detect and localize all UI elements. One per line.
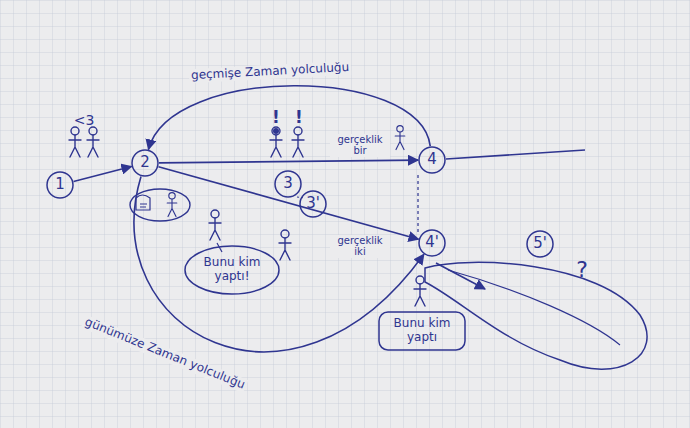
stick-figure xyxy=(292,127,304,157)
callout-number: 5' xyxy=(526,235,554,252)
node-shape xyxy=(419,147,445,173)
stick-figure xyxy=(279,230,291,260)
note-label: ! xyxy=(295,108,303,128)
edge-label: gerçeklik iki xyxy=(330,235,390,258)
stick-figure xyxy=(87,127,99,157)
callout-circle: 1 xyxy=(46,171,74,199)
node-shape xyxy=(527,231,553,257)
timeline-connector xyxy=(74,167,132,182)
speech-bubble: Bunu kim yaptı! xyxy=(184,245,280,295)
node-shape xyxy=(185,246,279,294)
stick-figures xyxy=(69,126,426,306)
note-label: ! xyxy=(272,108,280,128)
callout-number: 3 xyxy=(274,175,302,192)
stick-figure xyxy=(414,276,426,306)
callout-circle: 4' xyxy=(418,229,446,257)
note-label: <3 xyxy=(74,112,95,128)
callout-number: 1 xyxy=(46,176,74,193)
callout-circle: 3' xyxy=(299,190,327,218)
stick-figure xyxy=(167,193,177,217)
callout-number: 4' xyxy=(418,234,446,251)
callout-number: 2 xyxy=(131,154,159,171)
timeline-connector xyxy=(159,160,418,163)
node-shape xyxy=(419,230,445,256)
node-shape xyxy=(132,150,158,176)
timeline-arrow xyxy=(436,263,485,289)
scribble-box xyxy=(136,195,150,210)
node-shape xyxy=(275,171,301,197)
speech-bubble: Bunu kim yaptı xyxy=(378,311,466,351)
speech-text: Bunu kim yaptı xyxy=(386,317,458,345)
timeline-connector xyxy=(158,167,418,239)
dotted-link xyxy=(417,175,418,232)
edge-label: geçmişe Zaman yolculuğu xyxy=(189,61,352,83)
node-shape xyxy=(300,191,326,217)
stick-figure xyxy=(69,127,81,157)
note-label: ? xyxy=(576,257,588,282)
timeline-continuation xyxy=(446,150,585,159)
edge-label: gerçeklik bir xyxy=(330,134,390,157)
timeline-connector xyxy=(134,176,424,351)
group-outline xyxy=(130,189,190,221)
stick-figure xyxy=(209,210,221,240)
filled-head xyxy=(273,128,279,134)
callout-number: 4 xyxy=(418,151,446,168)
callout-circle: 5' xyxy=(526,230,554,258)
callout-circle: 2 xyxy=(131,149,159,177)
callout-circle: 4 xyxy=(418,146,446,174)
stick-figure xyxy=(270,127,282,157)
edge-label: günümüze Zaman yolculuğu xyxy=(81,315,249,394)
callout-circle: 3 xyxy=(274,170,302,198)
scribble xyxy=(140,204,147,207)
stick-figure xyxy=(395,126,405,150)
node-shape xyxy=(379,312,465,350)
node-shape xyxy=(47,172,73,198)
region-inner-line xyxy=(448,270,620,345)
future-region-outline xyxy=(425,262,647,369)
callout-number: 3' xyxy=(299,195,327,212)
speech-text: Bunu kim yaptı! xyxy=(199,256,265,284)
